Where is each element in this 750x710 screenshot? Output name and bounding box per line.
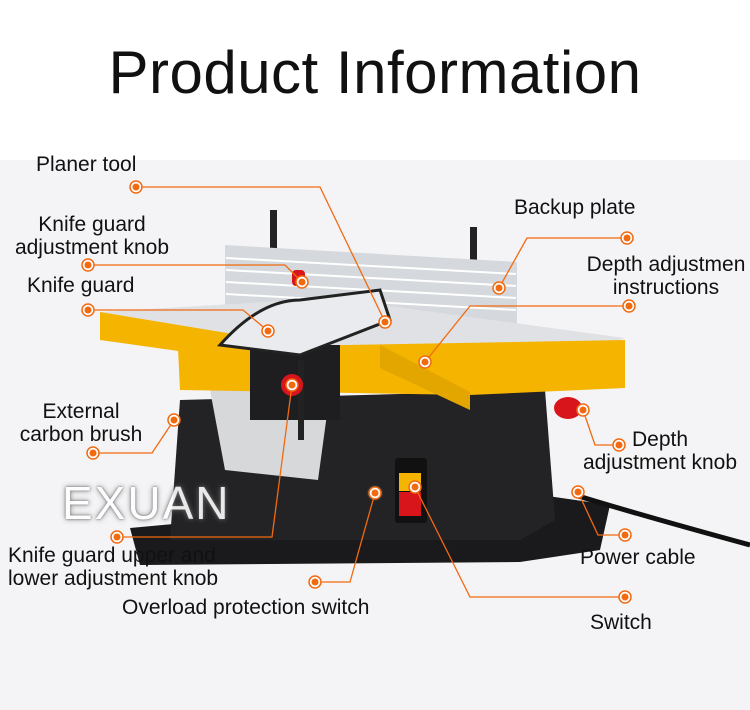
power-cable — [574, 492, 750, 548]
label-planer-tool: Planer tool — [36, 153, 137, 176]
label-external-carbon-brush: External carbon brush — [6, 400, 156, 446]
label-line: Depth — [631, 428, 689, 451]
label-line: lower adjustment knob — [8, 567, 219, 590]
label-line: Knife guard — [38, 213, 146, 236]
label-line: instructions — [612, 276, 720, 299]
label-line: Knife guard upper and — [8, 544, 216, 567]
page-title: Product Information — [108, 39, 642, 106]
label-line: adjustment knob — [582, 451, 738, 474]
label-line: adjustment knob — [14, 236, 170, 259]
planer-machine — [100, 210, 750, 565]
callout-dots — [81, 180, 636, 604]
label-line: External — [42, 400, 120, 423]
label-line: carbon brush — [19, 423, 143, 446]
label-line: Depth adjustmen — [586, 253, 746, 276]
switch-off — [399, 492, 421, 516]
label-overload-switch: Overload protection switch — [122, 596, 370, 619]
label-knife-guard-upper-lower: Knife guard upper and lower adjustment k… — [8, 544, 218, 590]
label-knife-guard: Knife guard — [27, 274, 135, 297]
label-depth-instructions: Depth adjustmen instructions — [571, 253, 750, 299]
label-knife-guard-knob: Knife guard adjustment knob — [0, 213, 184, 259]
depth-knob — [554, 397, 582, 419]
label-power-cable: Power cable — [580, 546, 696, 569]
header-banner — [0, 0, 750, 160]
label-backup-plate: Backup plate — [514, 196, 636, 219]
callout-lines — [88, 186, 629, 598]
label-switch: Switch — [590, 611, 652, 634]
watermark: EXUAN — [62, 477, 231, 529]
label-depth-knob: Depth adjustment knob — [570, 428, 750, 474]
